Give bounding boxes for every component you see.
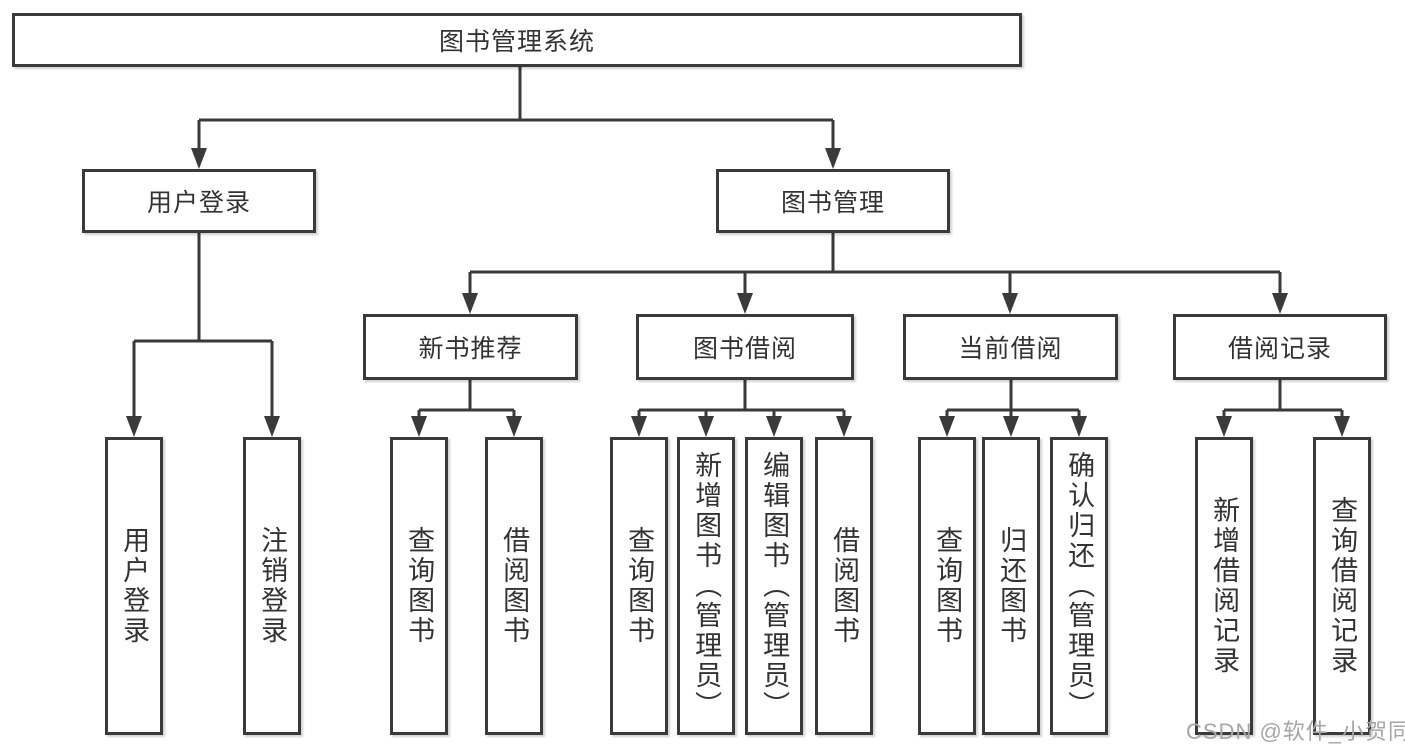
- leaf-query-book-recommend: 查询图书: [390, 437, 448, 735]
- leaf-query-book-borrow: 查询图书: [610, 437, 668, 735]
- leaf-edit-book-admin-label: 编辑图书（管理员）: [759, 451, 790, 721]
- leaf-query-borrow-record: 查询借阅记录: [1313, 437, 1371, 735]
- connector-borrow-record-to-leaves: [1216, 380, 1350, 437]
- leaf-query-borrow-record-label: 查询借阅记录: [1327, 496, 1358, 676]
- leaf-logout-login-label: 注销登录: [257, 526, 288, 646]
- node-current-borrow-label: 当前借阅: [958, 335, 1063, 363]
- node-new-book-recommend-label: 新书推荐: [418, 335, 523, 363]
- leaf-user-login: 用户登录: [105, 437, 163, 735]
- node-root-label: 图书管理系统: [438, 28, 595, 56]
- csdn-watermark: CSDN @软件_小贺同学: [1186, 719, 1405, 744]
- connector-current-borrow-to-leaves: [939, 380, 1087, 437]
- node-new-book-recommend: 新书推荐: [363, 314, 578, 380]
- node-book-management: 图书管理: [716, 169, 950, 233]
- leaf-borrow-book-recommend: 借阅图书: [485, 437, 543, 735]
- leaf-query-book-recommend-label: 查询图书: [404, 526, 435, 646]
- leaf-query-book-current: 查询图书: [918, 437, 976, 735]
- node-borrow-record-label: 借阅记录: [1227, 335, 1332, 363]
- leaf-add-borrow-record-label: 新增借阅记录: [1209, 496, 1240, 676]
- node-current-borrow: 当前借阅: [903, 314, 1118, 380]
- node-book-borrow-label: 图书借阅: [692, 335, 797, 363]
- leaf-add-book-admin: 新增图书（管理员）: [677, 437, 735, 735]
- leaf-edit-book-admin: 编辑图书（管理员）: [745, 437, 803, 735]
- node-book-management-label: 图书管理: [780, 189, 885, 217]
- leaf-return-book-label: 归还图书: [996, 526, 1027, 646]
- leaf-query-book-current-label: 查询图书: [932, 526, 963, 646]
- leaf-return-book: 归还图书: [982, 437, 1040, 735]
- node-user-login: 用户登录: [82, 169, 316, 233]
- leaf-confirm-return-admin: 确认归还（管理员）: [1050, 437, 1108, 735]
- node-book-borrow: 图书借阅: [636, 314, 854, 380]
- leaf-add-book-admin-label: 新增图书（管理员）: [691, 451, 722, 721]
- leaf-borrow-book-label: 借阅图书: [829, 526, 860, 646]
- connector-root-to-level2: [191, 67, 841, 169]
- node-borrow-record: 借阅记录: [1173, 314, 1387, 380]
- connector-book-borrow-to-leaves: [631, 380, 852, 437]
- connector-user-login-to-leaves: [126, 233, 280, 437]
- leaf-confirm-return-admin-label: 确认归还（管理员）: [1064, 451, 1095, 721]
- leaf-query-book-borrow-label: 查询图书: [624, 526, 655, 646]
- node-user-login-label: 用户登录: [146, 189, 251, 217]
- leaf-add-borrow-record: 新增借阅记录: [1195, 437, 1253, 735]
- leaf-logout-login: 注销登录: [243, 437, 301, 735]
- leaf-borrow-book: 借阅图书: [815, 437, 873, 735]
- leaf-borrow-book-recommend-label: 借阅图书: [499, 526, 530, 646]
- leaf-user-login-label: 用户登录: [119, 526, 150, 646]
- connector-new-book-to-leaves: [411, 380, 522, 437]
- node-root: 图书管理系统: [12, 13, 1022, 67]
- connector-book-management-to-level3: [462, 233, 1288, 314]
